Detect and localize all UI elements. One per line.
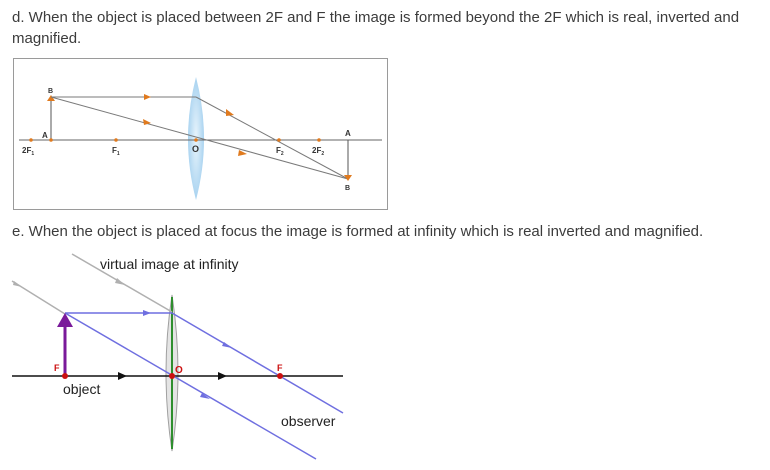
ray-direction-arrow (200, 393, 210, 399)
point-a (49, 138, 53, 142)
ray-direction-arrow (143, 119, 151, 125)
label-focus-right: F (277, 363, 283, 373)
label-f1: F1 (112, 146, 120, 157)
central-ray (50, 96, 349, 180)
refracted-ray (171, 312, 344, 414)
point-f2 (277, 138, 281, 142)
label-f2: F2 (276, 146, 284, 157)
central-ray (64, 312, 317, 460)
figure-object-at-focus: virtual image at infinity F O F object o… (0, 250, 360, 465)
label-centre-o: O (175, 365, 183, 376)
virtual-ray-arrow (13, 281, 22, 287)
point-optical-centre (169, 373, 175, 379)
figure-object-between-2f-and-f: 2F1 F1 O F2 2F2 B A A B (13, 58, 388, 210)
label-object: object (63, 381, 100, 397)
point-2f2 (317, 138, 321, 142)
point-f1 (114, 138, 118, 142)
label-2f2: 2F2 (312, 146, 324, 157)
point-focus-right (277, 373, 283, 379)
label-focus-left: F (54, 363, 60, 373)
object-arrow-head (57, 313, 73, 327)
virtual-ray-arrow (115, 278, 125, 285)
axis-arrow (118, 372, 127, 380)
label-object-base-a: A (42, 131, 48, 140)
label-image-tip-b: B (345, 185, 350, 192)
paragraph-case-d: d. When the object is placed between 2F … (12, 9, 740, 47)
refracted-ray (195, 96, 349, 180)
ray-direction-arrow (144, 94, 151, 100)
paragraph-case-e: e. When the object is placed at focus th… (12, 223, 704, 240)
axis-arrow (218, 372, 227, 380)
label-observer: observer (281, 413, 336, 429)
label-object-top-b: B (48, 88, 53, 95)
label-image-base-a: A (345, 129, 351, 138)
ray-diagram-e: virtual image at infinity F O F object o… (11, 253, 344, 460)
point-2f1 (29, 138, 33, 142)
ray-direction-arrow (143, 310, 151, 316)
image-arrow-head (344, 175, 352, 181)
point-o (194, 138, 198, 142)
label-o: O (192, 144, 199, 154)
ray-direction-arrow (238, 150, 247, 156)
label-2f1: 2F1 (22, 146, 34, 157)
label-virtual-image: virtual image at infinity (100, 256, 239, 272)
ray-direction-arrow (226, 109, 234, 116)
ray-diagram-d: 2F1 F1 O F2 2F2 B A A B (19, 77, 382, 200)
point-focus-left (62, 373, 68, 379)
object-arrow-head (47, 95, 55, 101)
ray-direction-arrow (222, 342, 232, 348)
